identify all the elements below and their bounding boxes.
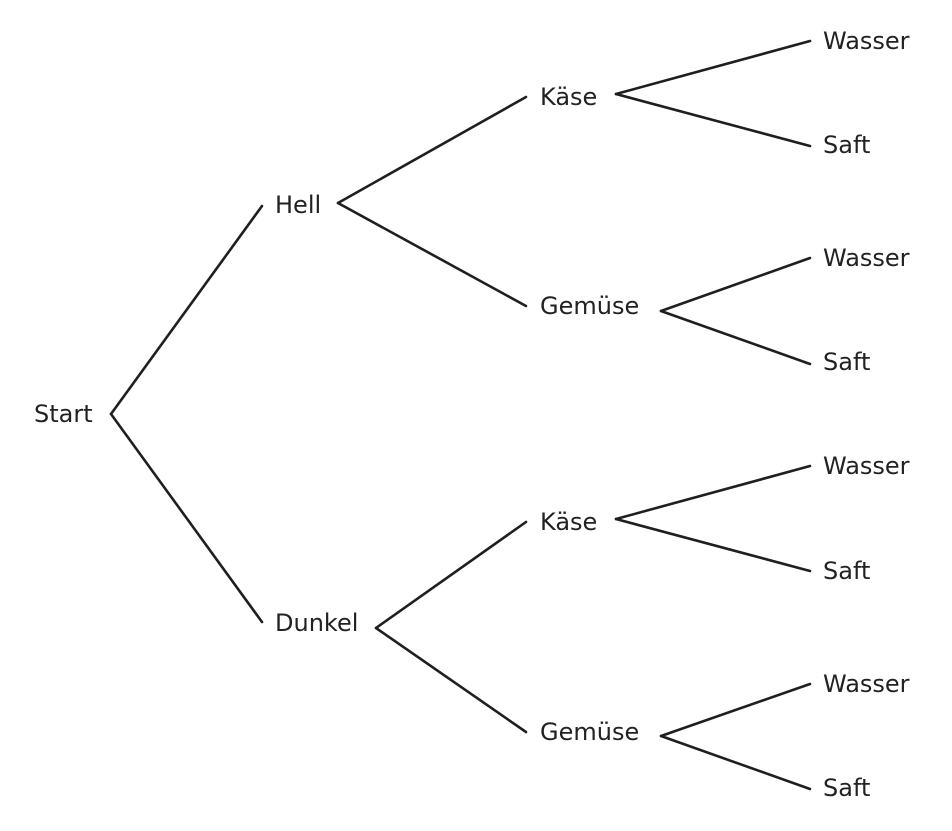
node-dunkel-gemuese: Gemüse — [540, 718, 639, 746]
edge-hell-gemuese-wasser — [659, 256, 812, 313]
leaf-dunkel-gemuese-saft: Saft — [823, 774, 870, 802]
leaf-dunkel-kaese-saft: Saft — [823, 557, 870, 585]
edge-hell-kaese-saft — [614, 92, 812, 148]
leaf-hell-kaese-wasser: Wasser — [823, 27, 910, 55]
node-start: Start — [34, 400, 93, 428]
leaf-dunkel-gemuese-wasser: Wasser — [823, 670, 910, 698]
edge-dunkel-gemuese — [374, 626, 528, 734]
edge-start-hell — [109, 204, 264, 416]
edge-dunkel-kaese — [374, 520, 528, 630]
node-hell-kaese: Käse — [540, 83, 597, 111]
leaf-hell-kaese-saft: Saft — [823, 131, 870, 159]
node-hell-gemuese: Gemüse — [540, 292, 639, 320]
leaf-hell-gemuese-saft: Saft — [823, 348, 870, 376]
node-hell: Hell — [275, 191, 321, 219]
leaf-hell-gemuese-wasser: Wasser — [823, 244, 910, 272]
node-dunkel-kaese: Käse — [540, 508, 597, 536]
edge-hell-kaese-wasser — [614, 39, 812, 96]
edge-dunkel-gemuese-wasser — [659, 682, 812, 738]
edge-hell-gemuese-saft — [659, 309, 812, 366]
leaf-dunkel-kaese-wasser: Wasser — [823, 452, 910, 480]
edge-start-dunkel — [109, 412, 264, 624]
edge-dunkel-gemuese-saft — [659, 734, 812, 791]
node-dunkel: Dunkel — [275, 609, 358, 637]
edge-hell-gemuese — [336, 201, 528, 308]
edge-hell-kaese — [336, 95, 528, 205]
edge-dunkel-kaese-saft — [614, 517, 812, 573]
edge-dunkel-kaese-wasser — [614, 464, 812, 521]
